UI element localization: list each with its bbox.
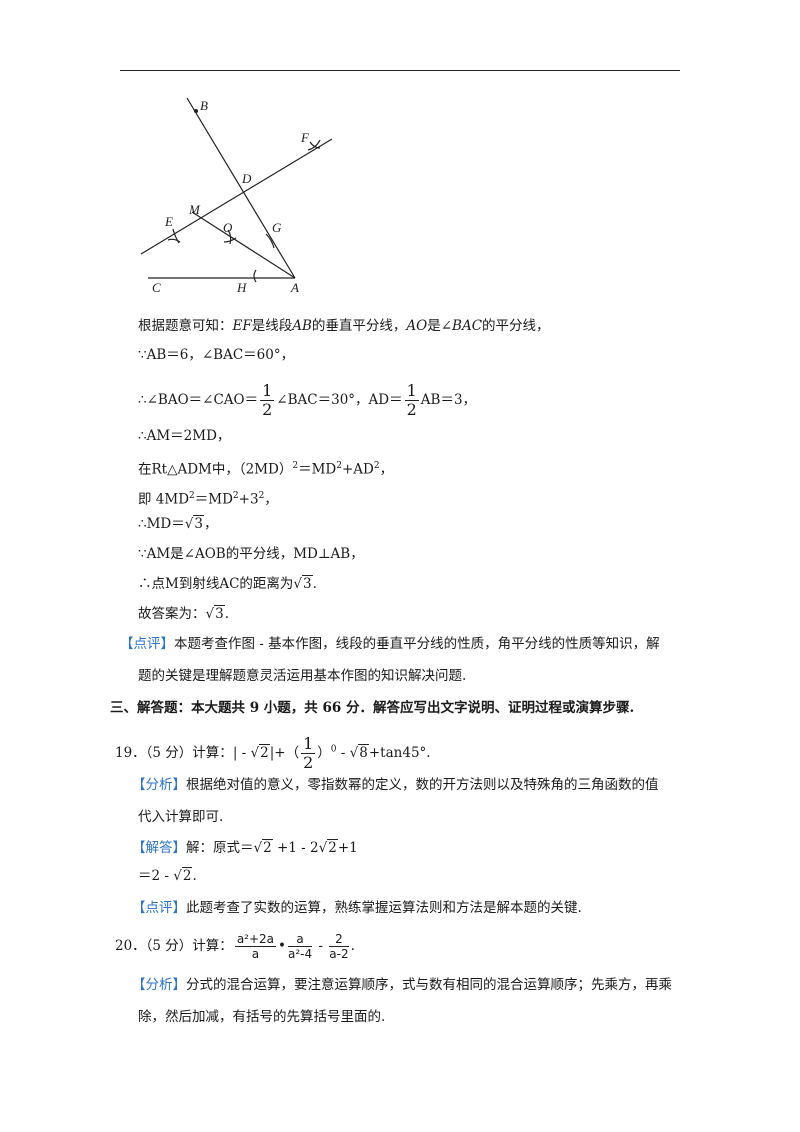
q20-analysis-1: 【分析】分式的混合运算，要注意运算顺序，式与数有相同的混合运算顺序；先乘方，再乘 <box>132 977 672 993</box>
geometry-figure: B F D M E O G C H A <box>140 97 333 295</box>
section3-heading: 三、解答题：本大题共 9 小题，共 66 分．解答应写出文字说明、证明过程或演算… <box>110 700 635 716</box>
segment-AM <box>191 211 296 279</box>
sol18-line5: 在Rt△ADM中，（2MD）2＝MD2+AD2， <box>138 461 394 478</box>
sol18-line1: 根据题意可知：EF是线段AB的垂直平分线，AO是∠BAC的平分线， <box>138 318 550 334</box>
arc-G <box>265 233 275 249</box>
arc-O <box>227 229 232 245</box>
sol18-line4: ∴AM＝2MD， <box>138 428 231 444</box>
label-C: C <box>152 280 161 295</box>
label-E: E <box>164 214 173 229</box>
sol18-line7: ∴MD＝√3， <box>138 515 218 532</box>
line-EF <box>140 138 333 255</box>
q19-analysis-2: 代入计算即可. <box>138 809 224 825</box>
arc-O2 <box>223 237 237 243</box>
q19-analysis-1: 【分析】根据绝对值的意义，零指数幂的定义，数的开方法则以及特殊角的三角函数的值 <box>132 777 659 793</box>
header-rule <box>120 70 680 71</box>
q19-answer-2: ＝2 - √2. <box>138 867 197 884</box>
sol18-line10: 故答案为：√3. <box>138 605 229 622</box>
q19-comment: 【点评】此题考查了实数的运算，熟练掌握运算法则和方法是解本题的关键. <box>132 900 582 916</box>
sol18-comment-1: 【点评】本题考查作图 - 基本作图，线段的垂直平分线的性质，角平分线的性质等知识… <box>120 636 660 652</box>
label-H: H <box>236 280 247 295</box>
label-D: D <box>241 171 252 186</box>
label-G: G <box>272 220 282 235</box>
label-F: F <box>300 130 310 145</box>
segment-BA <box>186 97 296 279</box>
sqrt-3b: √3 <box>293 575 313 592</box>
point-B <box>194 109 198 113</box>
sol18-line9: ∴点M到射线AC的距离为√3. <box>138 575 317 592</box>
sol18-line8: ∵AM是∠AOB的平分线，MD⊥AB， <box>138 546 364 562</box>
sol18-comment-2: 题的关键是理解题意灵活运用基本作图的知识解决问题. <box>138 668 467 684</box>
sol18-line6: 即 4MD2＝MD2+32， <box>138 491 278 508</box>
sqrt-3: √3 <box>184 515 204 532</box>
label-B: B <box>200 98 208 113</box>
arc-E <box>172 228 180 244</box>
q20-analysis-2: 除，然后加减，有括号的先算括号里面的. <box>138 1009 386 1025</box>
label-A: A <box>290 280 299 295</box>
q19-answer-1: 【解答】解：原式＝√2 +1 - 2√2+1 <box>132 839 358 856</box>
sol18-line2: ∵AB＝6，∠BAC＝60°， <box>138 347 295 363</box>
sqrt-3c: √3 <box>205 605 225 622</box>
arc-E2 <box>167 238 181 243</box>
label-O: O <box>223 220 233 235</box>
arc-H <box>253 269 257 283</box>
label-M: M <box>188 202 201 217</box>
arc-F2 <box>307 139 321 151</box>
